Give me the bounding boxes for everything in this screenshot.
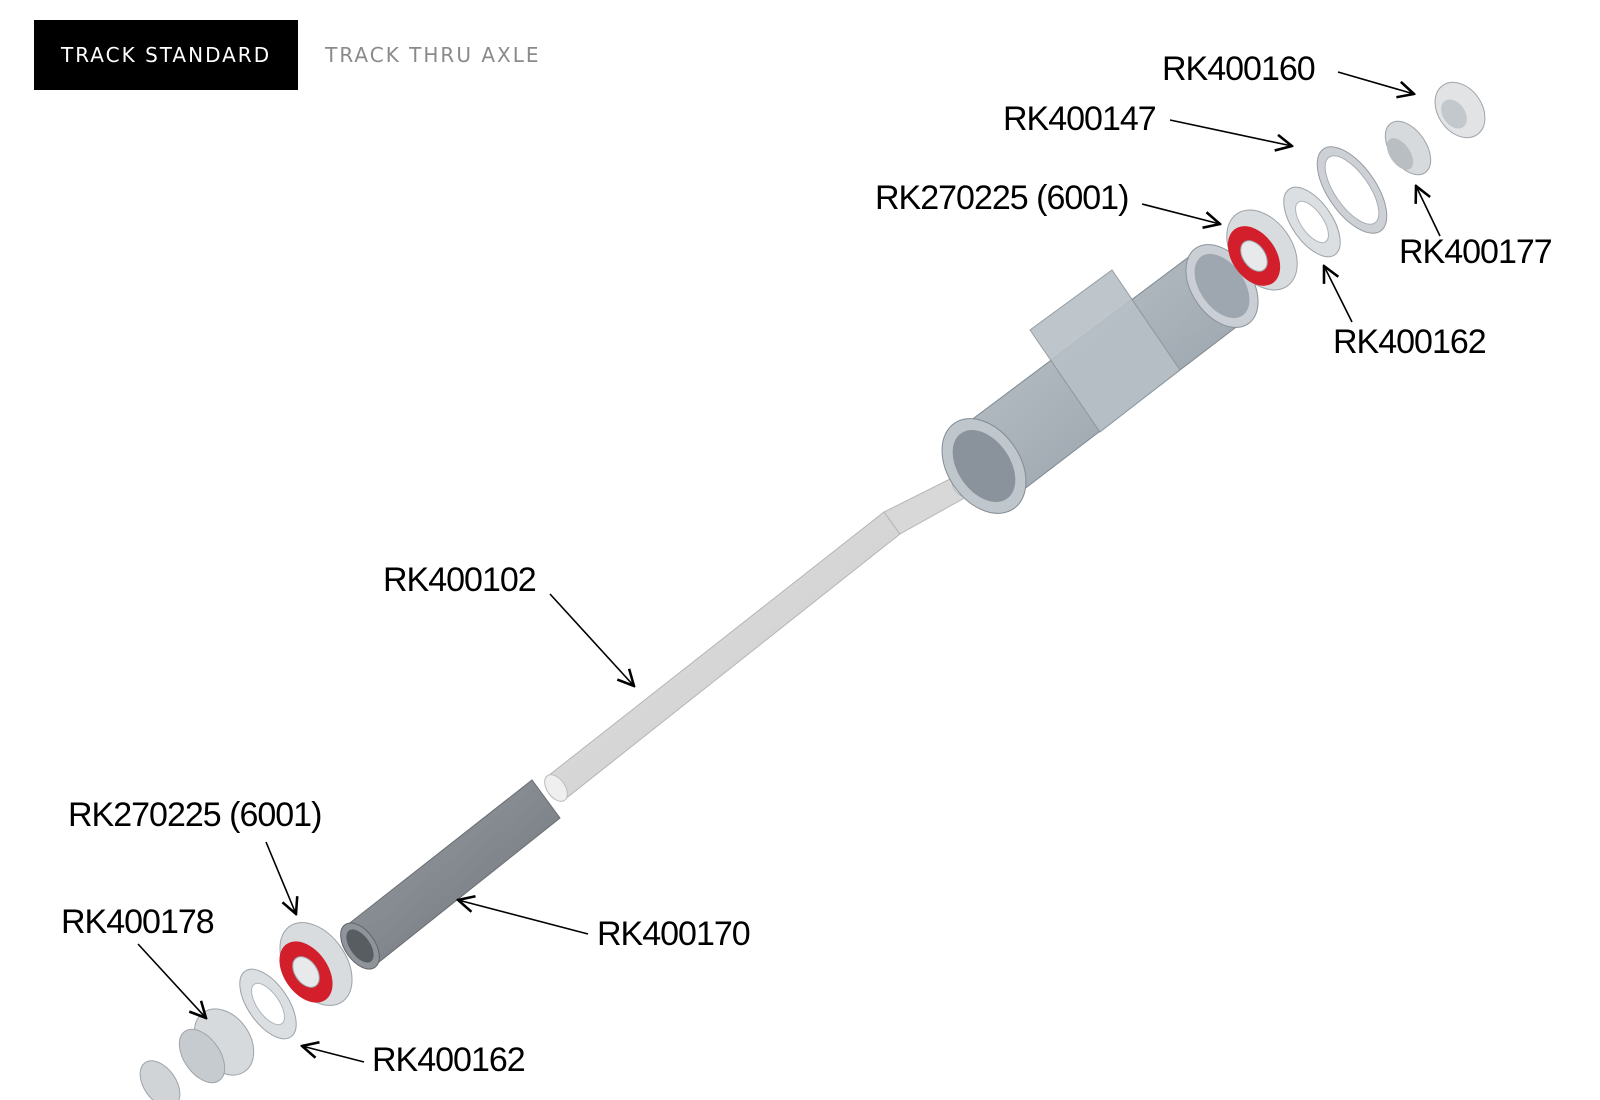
bottom-spacer-part <box>239 968 297 1040</box>
leader-top-spacer <box>1324 266 1353 323</box>
leader-axle <box>549 593 634 686</box>
label-top-nut: RK400160 <box>1162 50 1315 88</box>
label-bottom-bearing: RK270225 (6001) <box>68 796 321 834</box>
leader-bottom-spacer <box>302 1046 365 1063</box>
leader-top-bearing <box>1141 203 1220 224</box>
leader-top-nut <box>1337 71 1414 94</box>
leader-bottom-bearing <box>265 841 296 914</box>
top-spacer-part <box>1283 186 1341 258</box>
label-top-lockring: RK400147 <box>1003 100 1156 138</box>
leader-top-endcap <box>1416 186 1441 237</box>
label-sleeve: RK400170 <box>597 915 750 953</box>
tab-bar: TRACK STANDARD TRACK THRU AXLE <box>34 20 568 90</box>
label-axle: RK400102 <box>383 561 536 599</box>
top-endcap-part <box>1384 120 1432 176</box>
label-top-endcap: RK400177 <box>1399 233 1552 271</box>
leader-top-lockring <box>1169 119 1292 146</box>
bottom-endcap-part <box>139 1008 255 1100</box>
sleeve-part <box>340 779 561 970</box>
leader-sleeve <box>458 900 589 935</box>
leader-lines <box>137 71 1441 1063</box>
bottom-bearing-part <box>279 922 353 1006</box>
label-top-spacer: RK400162 <box>1333 323 1486 361</box>
tab-track-thru-axle[interactable]: TRACK THRU AXLE <box>325 43 541 67</box>
axle-part <box>544 476 969 802</box>
label-bottom-endcap: RK400178 <box>61 903 214 941</box>
top-lockring-part <box>1316 146 1388 234</box>
top-bearing-part <box>1226 209 1298 291</box>
tab-track-standard[interactable]: TRACK STANDARD <box>34 20 299 90</box>
label-top-bearing: RK270225 (6001) <box>875 179 1128 217</box>
hub-body-part <box>941 244 1259 514</box>
label-bottom-spacer: RK400162 <box>372 1041 525 1079</box>
top-nut-part <box>1434 81 1486 139</box>
leader-bottom-endcap <box>137 943 206 1018</box>
